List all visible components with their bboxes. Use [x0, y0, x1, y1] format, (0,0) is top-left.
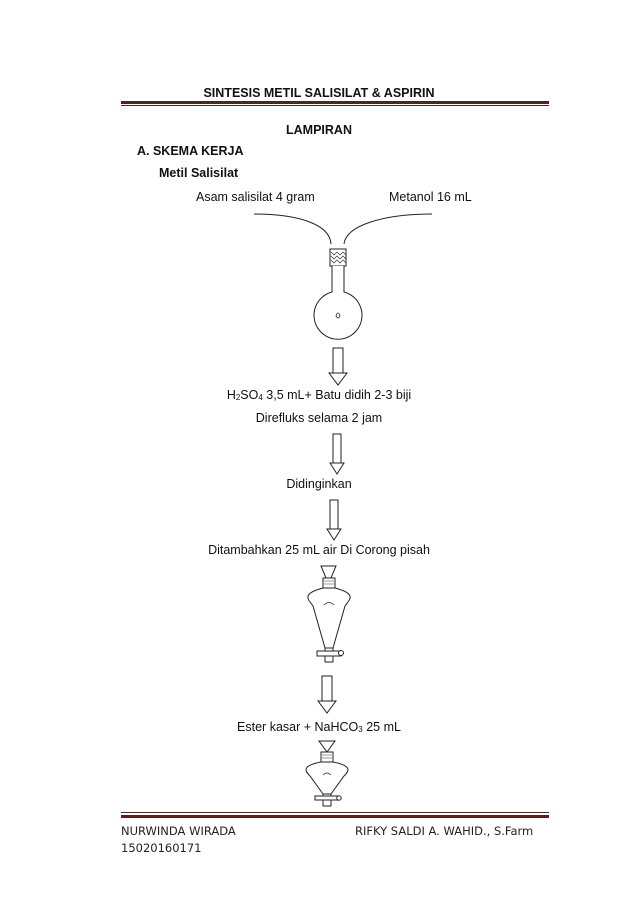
footer-right-name: RIFKY SALDI A. WAHID., S.Farm	[355, 824, 534, 838]
document-header-title: SINTESIS METIL SALISILAT & ASPIRIN	[203, 86, 435, 100]
separatory-funnel-icon	[307, 565, 351, 663]
reagent-left-curve	[253, 213, 332, 245]
step-2: Didinginkan	[286, 477, 352, 491]
step-1-line-2: Direfluks selama 2 jam	[255, 411, 383, 425]
section-subtitle: Metil Salisilat	[159, 166, 239, 180]
step-4: Ester kasar + NaHCO3 25 mL	[237, 720, 401, 734]
flow-arrow-4	[317, 675, 337, 714]
header-rule-thin	[121, 105, 549, 106]
round-bottom-flask-icon	[313, 248, 363, 340]
reagent-right-curve	[343, 213, 433, 245]
flow-arrow-3	[326, 499, 342, 541]
step-3: Ditambahkan 25 mL air Di Corong pisah	[208, 543, 430, 557]
reagent-right: Metanol 16 mL	[389, 190, 472, 204]
separatory-funnel-2-icon	[305, 740, 349, 807]
footer-left-id: 15020160171	[121, 841, 202, 855]
section-title: A. SKEMA KERJA	[137, 144, 244, 158]
footer-left-name: NURWINDA WIRADA	[121, 824, 236, 838]
footer-rule-thick	[121, 815, 549, 818]
flow-arrow-1	[328, 347, 348, 386]
header-rule-thick	[121, 101, 549, 104]
reagent-left: Asam salisilat 4 gram	[196, 190, 315, 204]
step-1-line-1: H2SO4 3,5 mL+ Batu didih 2-3 biji	[226, 388, 412, 402]
flow-arrow-2	[329, 433, 345, 475]
footer-rule-thin	[121, 812, 549, 813]
section-label: LAMPIRAN	[286, 123, 352, 137]
